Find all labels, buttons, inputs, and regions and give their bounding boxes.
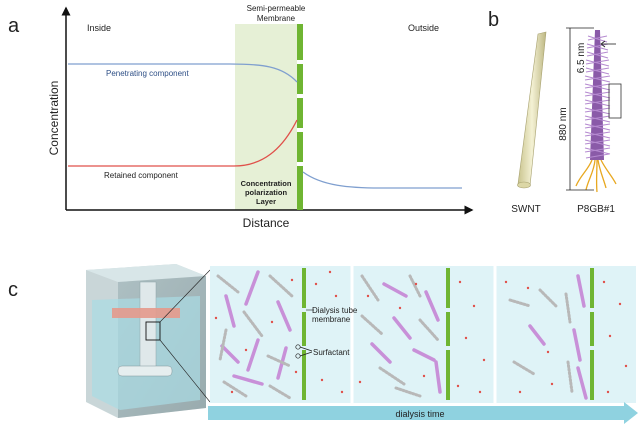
magnify-box — [145, 321, 161, 341]
y-axis-label: Concentration — [47, 81, 61, 156]
swnt-label: SWNT — [511, 204, 540, 215]
stir-clip — [112, 308, 180, 318]
p8gb-label: P8GB#1 — [577, 204, 615, 215]
dialysis-membrane-label-line2: membrane — [312, 315, 351, 324]
stage3-tubes — [508, 274, 588, 400]
swnt-nanotube — [517, 31, 547, 189]
semi-permeable-membrane — [297, 24, 303, 210]
p8gb-bundle — [575, 30, 622, 193]
dialysis-container — [86, 264, 211, 418]
membrane-label-line2: Membrane — [257, 14, 296, 23]
layer-label-line1: Concentration — [241, 179, 292, 188]
stage1-tubes — [216, 270, 294, 400]
layer-label-line3: Layer — [256, 197, 276, 206]
membrane-label-line1: Semi-permeable — [247, 4, 306, 13]
panel-b-letter: b — [488, 9, 499, 31]
panel-c: c — [8, 264, 638, 424]
stir-bar — [117, 365, 173, 377]
penetrating-curve — [68, 63, 462, 189]
panel-b: b SWNT 880 — [488, 9, 622, 215]
retained-label: Retained component — [104, 171, 179, 180]
dialysis-tube — [139, 281, 157, 373]
panel-a-letter: a — [8, 15, 20, 37]
x-axis-label: Distance — [243, 216, 290, 230]
penetrating-label: Penetrating component — [106, 69, 190, 78]
layer-label-line2: polarization — [245, 188, 288, 197]
panel-a: a Inside Outside Semi-permeable Membrane… — [8, 4, 474, 230]
length-label: 880 nm — [558, 107, 569, 140]
inside-label: Inside — [87, 23, 111, 33]
surfactant-label: Surfactant — [313, 348, 350, 357]
dialysis-time-arrow — [208, 402, 638, 424]
stages-background — [210, 266, 636, 403]
polarization-layer — [235, 24, 297, 210]
surfactant-pointer — [295, 344, 313, 359]
dialysis-time-label: dialysis time — [395, 409, 444, 419]
outside-label: Outside — [408, 23, 439, 33]
dialysis-membrane-label-line1: Dialysis tube — [312, 306, 358, 315]
stage2-tubes — [360, 274, 442, 398]
panel-c-letter: c — [8, 279, 18, 301]
surfactant-dots — [214, 270, 628, 394]
diameter-label: 6.5 nm — [576, 43, 587, 74]
p8gb-tails — [575, 159, 617, 193]
zoom-box — [608, 83, 622, 119]
stage-membranes — [302, 268, 594, 400]
retained-curve — [68, 119, 298, 167]
